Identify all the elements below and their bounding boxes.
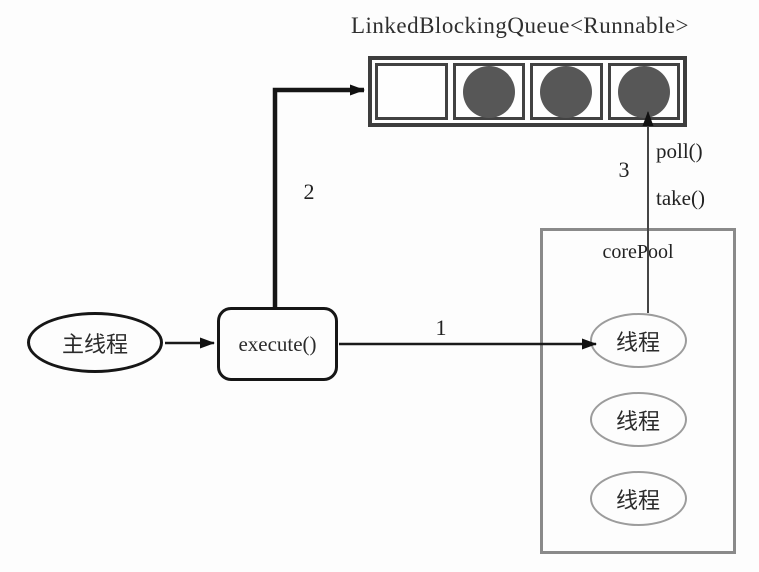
edge-label-step3: 3 xyxy=(618,157,630,182)
queue-slot xyxy=(452,63,525,120)
execute-label: execute() xyxy=(238,331,317,356)
queue-slot xyxy=(607,63,680,120)
queue-title: LinkedBlockingQueue<Runnable> xyxy=(350,13,690,38)
task-circle xyxy=(617,65,670,118)
edge-label-step1: 1 xyxy=(435,315,447,340)
queue-slot xyxy=(530,63,603,120)
task-circle xyxy=(462,65,515,118)
task-queue xyxy=(368,56,687,127)
thread-node: 线程 xyxy=(589,392,687,447)
edge-label-poll: poll() xyxy=(656,139,703,163)
task-circle xyxy=(540,65,593,118)
core-pool-label: corePool xyxy=(602,241,674,263)
queue-slot xyxy=(375,63,448,120)
edge-label-step2: 2 xyxy=(303,179,315,204)
main-thread-node: 主线程 xyxy=(27,312,163,373)
thread-node: 线程 xyxy=(589,313,687,368)
thread-node: 线程 xyxy=(589,471,687,526)
thread-list: 线程线程线程 xyxy=(543,313,733,526)
main-thread-label: 主线程 xyxy=(61,331,128,357)
edge-label-take: take() xyxy=(656,186,705,210)
execute-node: execute() xyxy=(217,307,338,381)
core-pool-box: corePool 线程线程线程 xyxy=(540,228,736,554)
